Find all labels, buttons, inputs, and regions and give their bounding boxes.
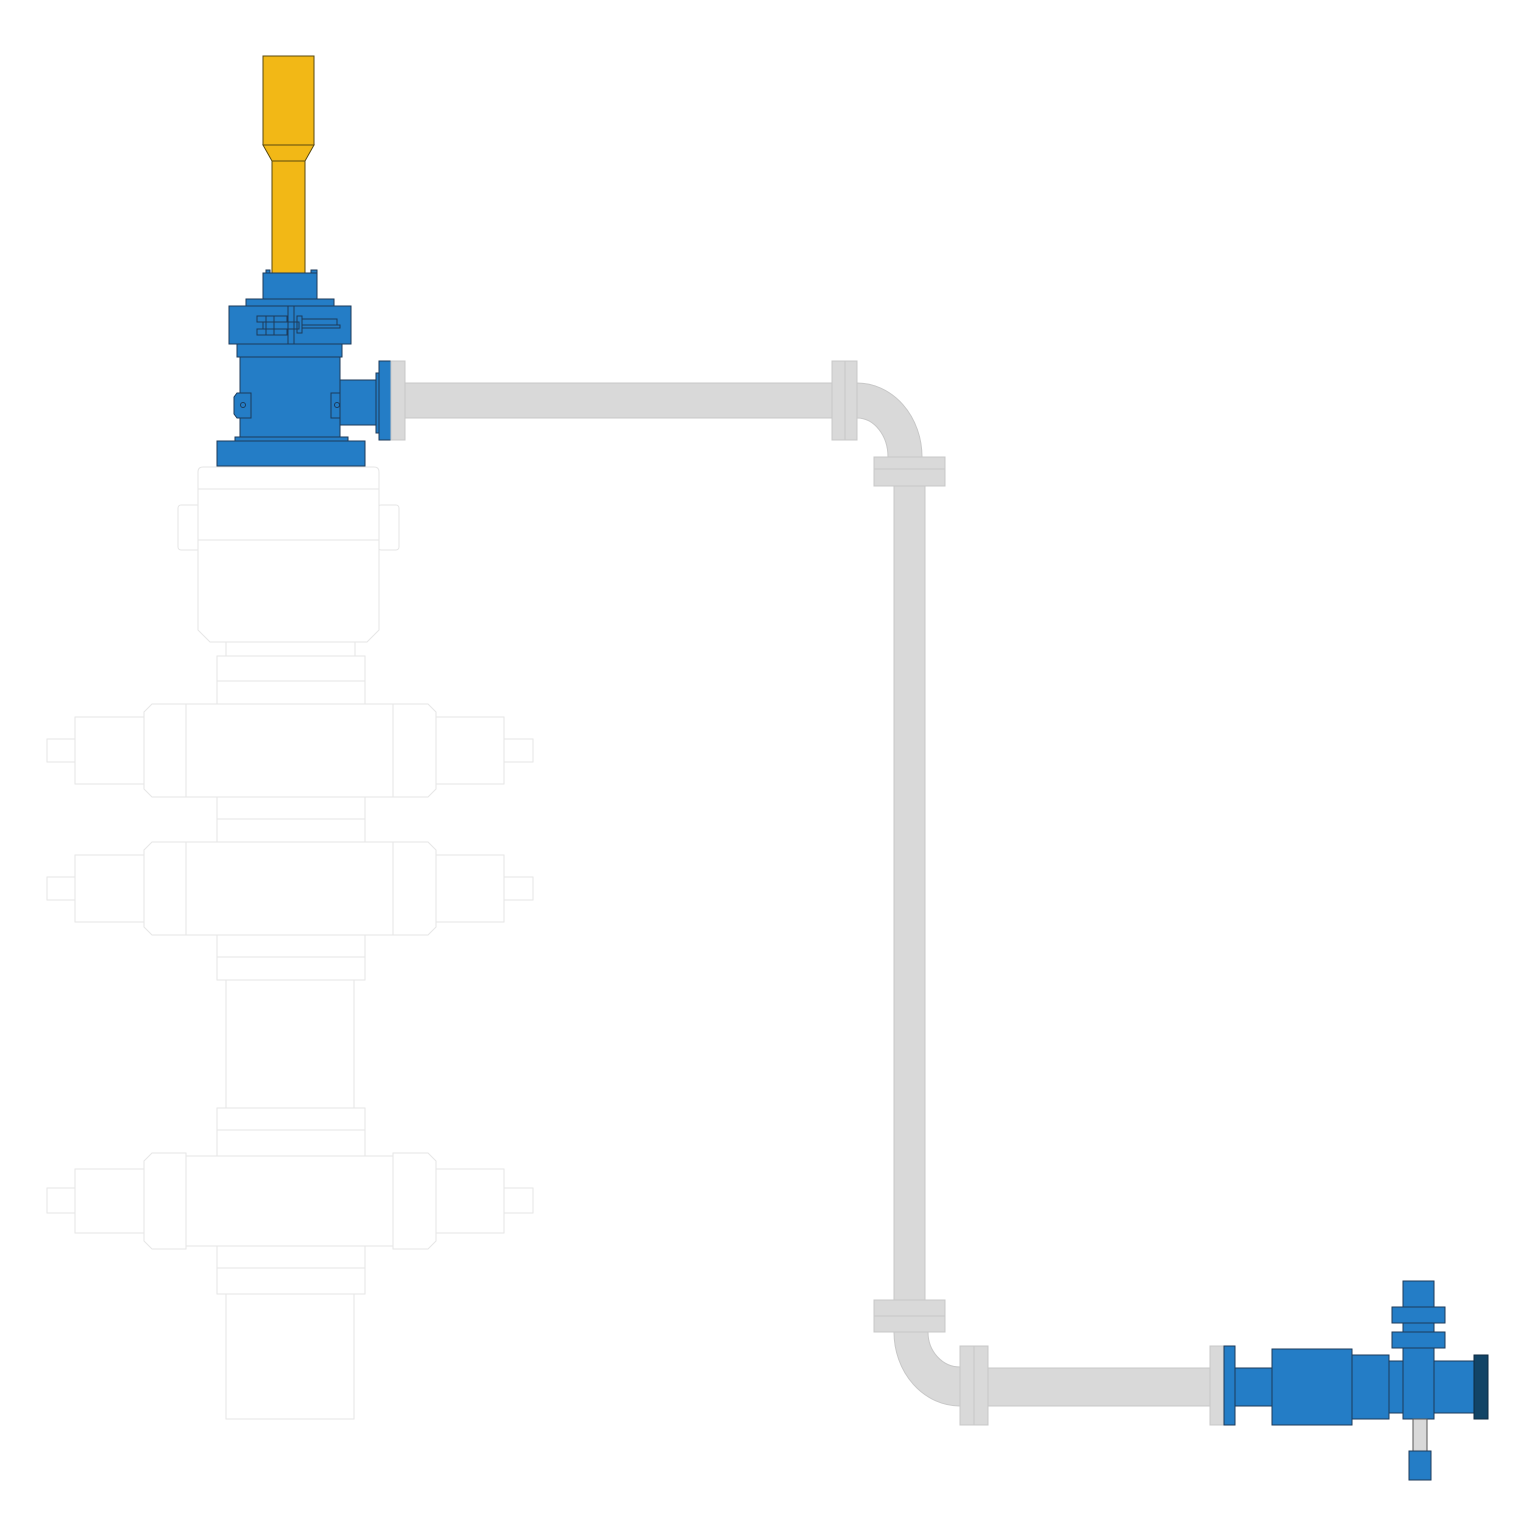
casing-pipe-upper	[225, 979, 355, 1109]
top-valve-assembly	[216, 269, 392, 467]
downstream-valve-assembly	[1223, 1280, 1489, 1481]
spool-3	[216, 934, 366, 981]
casing-pipe-lower	[225, 1293, 355, 1420]
spool-1	[216, 655, 366, 705]
spool-5	[216, 1245, 366, 1295]
outlet-flange	[378, 360, 392, 441]
flange-vertical-bottom	[873, 1299, 946, 1333]
bonnet-flange-bottom	[1391, 1331, 1446, 1349]
pipe-horizontal-lower	[987, 1367, 1211, 1407]
flange-lower-left	[959, 1345, 989, 1426]
spool-4	[216, 1107, 366, 1157]
lug-left	[233, 392, 252, 419]
gate-valve-middle	[46, 841, 534, 936]
gate-valve-lower	[46, 1152, 534, 1250]
side-outlet	[339, 379, 379, 426]
wellhead-stack-inactive	[46, 466, 534, 1420]
gate-valve-upper	[46, 703, 534, 798]
pipe-vertical	[893, 485, 926, 1301]
valve-stem-housing	[1402, 1280, 1435, 1420]
flowline	[390, 360, 1225, 1426]
flange-lower-right	[1209, 1345, 1225, 1426]
flange-vertical-top	[873, 456, 946, 487]
tubing-head	[177, 466, 400, 657]
end-cap	[1473, 1354, 1489, 1420]
flange-upper-right	[831, 360, 858, 441]
drain-valve	[1408, 1450, 1432, 1481]
flange	[390, 360, 406, 441]
elbow-lower	[893, 1331, 961, 1407]
drain-stem	[1412, 1418, 1428, 1452]
bonnet-flange-top	[1391, 1306, 1446, 1324]
pipe-horizontal-upper	[404, 382, 833, 419]
spool-2	[216, 796, 366, 843]
inlet-flange	[1223, 1345, 1236, 1426]
elbow-upper	[856, 382, 923, 458]
actuator	[262, 55, 315, 274]
choke-body	[1271, 1348, 1353, 1426]
